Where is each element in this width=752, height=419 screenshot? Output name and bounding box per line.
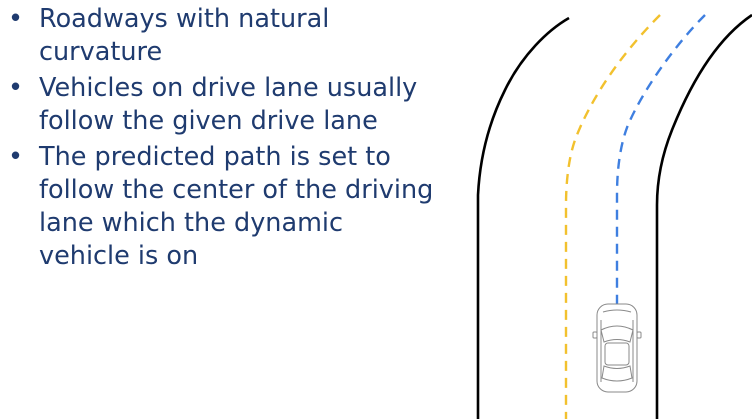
bullet-line: curvature (39, 37, 163, 67)
bullet-roadways: • Roadways with natural curvature (0, 3, 440, 69)
bullet-line: follow the center of the driving (39, 175, 434, 205)
road-edge-right (655, 13, 752, 419)
bullet-line: lane which the dynamic (39, 208, 344, 238)
bullet-line: follow the given drive lane (39, 106, 378, 136)
bullet-dot: • (8, 4, 24, 34)
bullet-line: The predicted path is set to (39, 142, 391, 172)
road-edge-left (476, 16, 570, 419)
bullet-list: • Roadways with natural curvature • Vehi… (0, 0, 440, 273)
bullet-line: Roadways with natural (39, 4, 330, 34)
bullet-vehicles: • Vehicles on drive lane usually follow … (0, 72, 440, 138)
bullet-dot: • (8, 142, 24, 172)
bullet-predicted-path: • The predicted path is set to follow th… (0, 141, 440, 273)
bullet-line: Vehicles on drive lane usually (39, 73, 418, 103)
bullet-dot: • (8, 73, 24, 103)
bullet-line: vehicle is on (39, 241, 199, 271)
vehicle-icon (592, 303, 642, 393)
predicted-path (615, 14, 706, 305)
